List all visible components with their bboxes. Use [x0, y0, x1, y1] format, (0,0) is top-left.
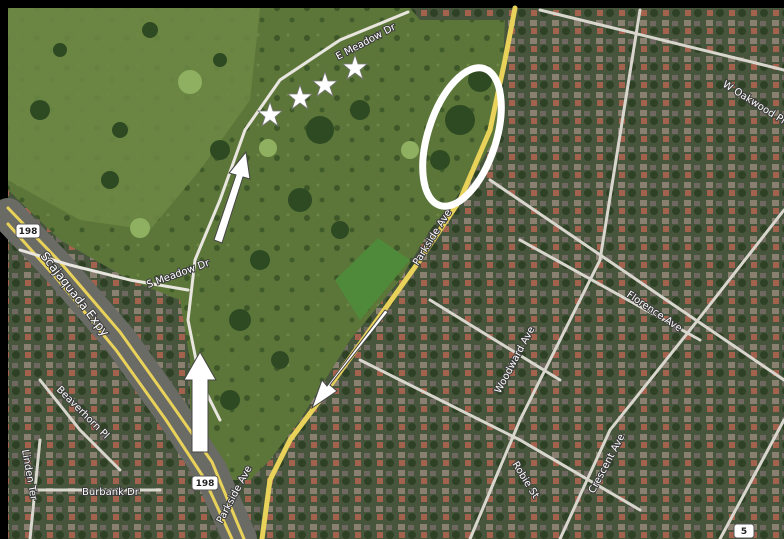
route-shield-5: 5 — [733, 523, 755, 539]
route-shield-198-lower: 198 — [191, 475, 219, 491]
green-3 — [259, 139, 277, 157]
star-icon — [341, 53, 369, 81]
arrow-down-left-icon — [311, 309, 389, 410]
star-icon — [311, 70, 339, 98]
label-burbank-dr: Burbank Dr — [82, 487, 140, 498]
map-imagery — [8, 8, 784, 539]
arrow-up-icon — [183, 350, 217, 453]
green-1 — [178, 70, 202, 94]
athletic-field — [335, 238, 410, 320]
tree-clusters — [30, 22, 492, 410]
highlight-ellipse — [419, 64, 505, 210]
arrow-up-icon — [213, 150, 251, 244]
route-shield-198-upper: 198 — [15, 223, 41, 239]
arrow-annotations — [183, 150, 389, 453]
green-4 — [401, 141, 419, 159]
star-annotations — [256, 53, 369, 128]
lawn-area — [8, 8, 260, 230]
svg-text:198: 198 — [19, 227, 38, 237]
green-2 — [130, 218, 150, 238]
svg-text:198: 198 — [196, 479, 215, 489]
star-icon — [256, 100, 284, 128]
star-icon — [286, 83, 314, 111]
svg-text:5: 5 — [741, 527, 747, 537]
